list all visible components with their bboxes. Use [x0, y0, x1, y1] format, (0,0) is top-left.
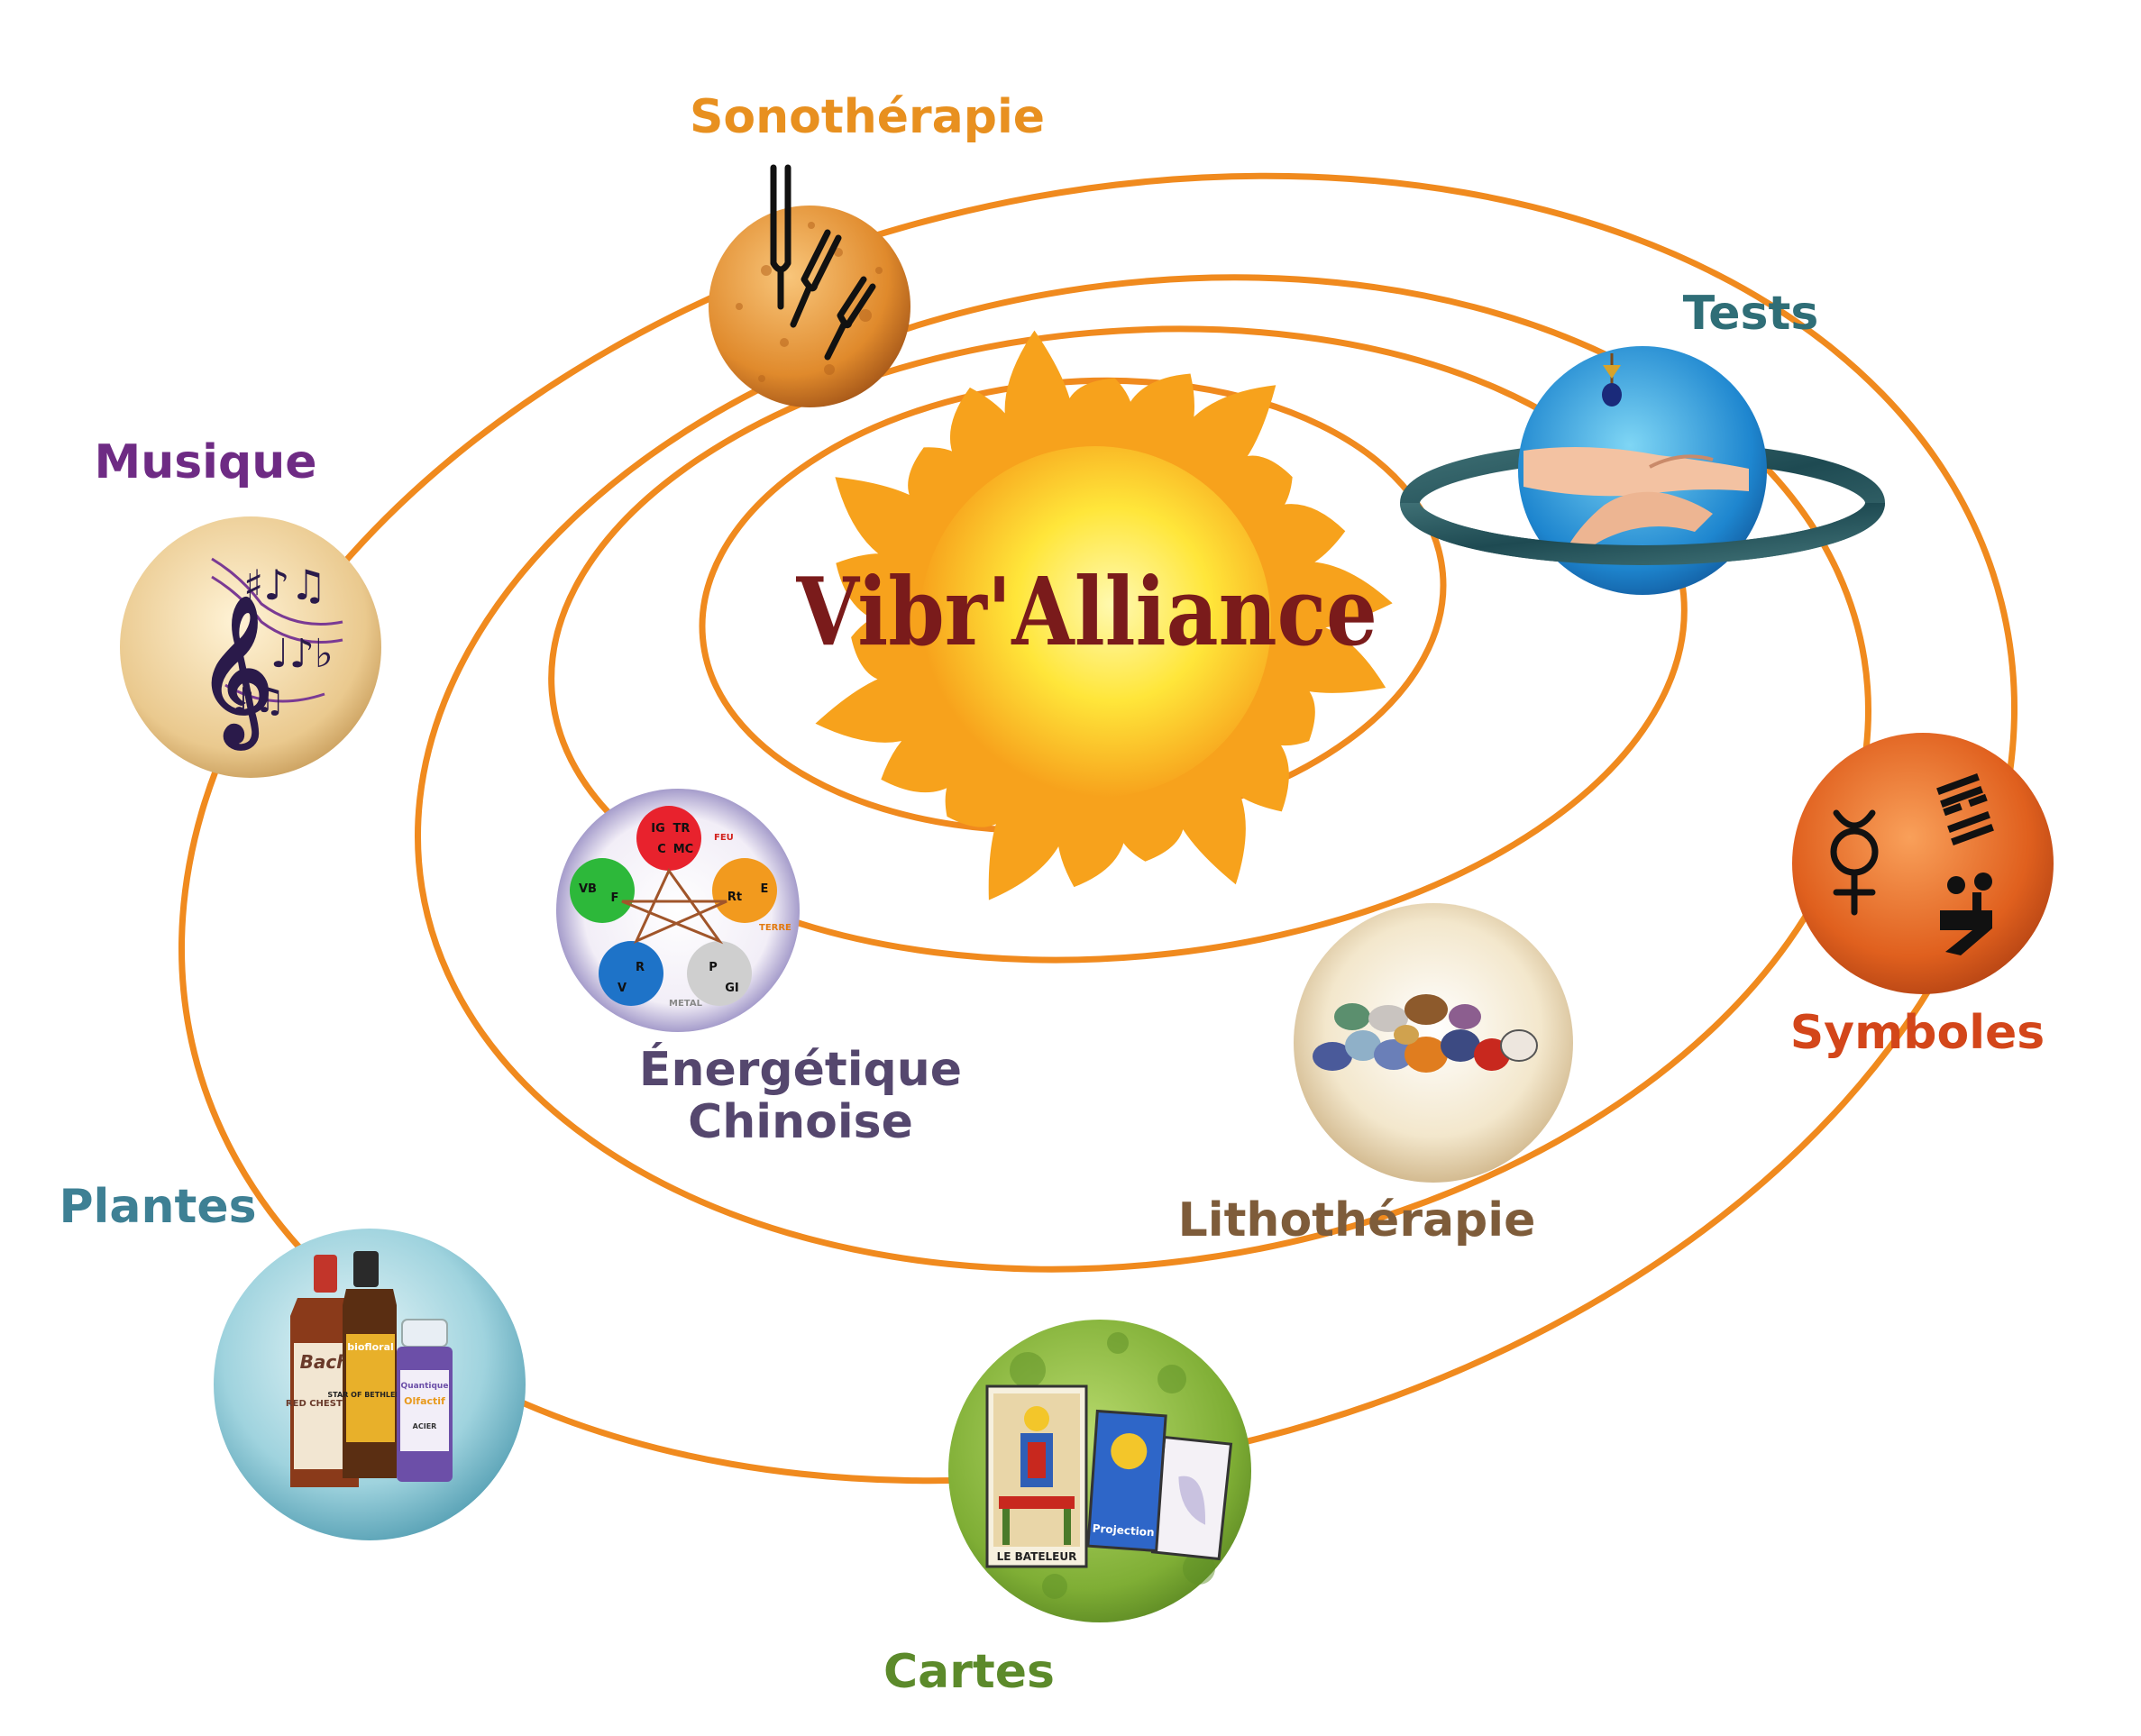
wheel-vb: VB	[579, 882, 597, 896]
symboles-sphere	[1792, 733, 2054, 994]
wheel-earth	[712, 858, 777, 923]
tarot-name: LE BATELEUR	[997, 1550, 1077, 1563]
energetique-label-line2: Chinoise	[688, 1095, 913, 1149]
wheel-gi: GI	[725, 982, 739, 995]
planet-energetique-chinoise[interactable]: IG TR C MC Rt E P GI R V VB F FEU TERRE …	[556, 789, 962, 1149]
wheel-e: E	[761, 882, 769, 896]
musique-sphere	[120, 516, 381, 778]
sun-disc	[920, 446, 1271, 798]
stones-icon	[1313, 994, 1538, 1073]
quantique-name: Olfactif	[404, 1395, 445, 1407]
planet-sonotherapie[interactable]: Sonothérapie	[690, 90, 1045, 407]
symboles-label: Symboles	[1790, 1006, 2045, 1060]
quantique-sub: ACIER	[413, 1422, 437, 1430]
five-elements-wheel-icon: IG TR C MC Rt E P GI R V VB F FEU TERRE …	[570, 806, 791, 1009]
wheel-fire	[636, 806, 701, 871]
musique-label: Musique	[94, 435, 316, 489]
planet-plantes[interactable]: Bach RED CHESTNUT biofloral STAR OF BETH…	[59, 1180, 526, 1540]
mercury-symbol-icon	[1830, 809, 1879, 916]
orbit-4	[178, 172, 2018, 1485]
wheel-rt: Rt	[727, 891, 742, 904]
wheel-mc: MC	[673, 843, 693, 856]
lithotherapie-label: Lithothérapie	[1178, 1193, 1536, 1247]
tests-label: Tests	[1683, 287, 1819, 341]
planet-lithotherapie[interactable]: Lithothérapie	[1178, 903, 1573, 1247]
wheel-c: C	[657, 843, 666, 856]
tarot-cards-icon: Projection LE BATELEUR	[985, 1384, 1233, 1568]
orbit-3	[414, 274, 1872, 1273]
sonotherapie-label: Sonothérapie	[690, 90, 1045, 144]
treble-clef-notes-icon: 𝄞 ♯♪♫ ♩♪♭ ♪♫	[198, 557, 343, 752]
sonotherapie-sphere	[709, 206, 910, 407]
svg-text:♯♪♫: ♯♪♫	[243, 561, 327, 609]
svg-text:𝄞: 𝄞	[198, 596, 273, 752]
biofloral-name: STAR OF BETHLEHEM	[327, 1391, 413, 1399]
hebrew-letter-icon	[1940, 873, 1992, 955]
wheel-terre: TERRE	[759, 923, 791, 933]
pendulum-hands-icon	[1523, 353, 1749, 552]
wheel-metal	[687, 941, 752, 1006]
bach-brand: Bach	[300, 1351, 350, 1373]
wheel-metal-name: METAL	[669, 999, 703, 1009]
orbit-2	[548, 325, 1688, 964]
center-title: Vibr'Alliance	[796, 556, 1377, 666]
wheel-feu: FEU	[714, 833, 734, 843]
sun: Vibr'Alliance	[796, 330, 1393, 900]
sonotherapie-texture	[736, 222, 883, 382]
cartes-texture	[1010, 1332, 1215, 1599]
wheel-ig: IG	[651, 822, 665, 836]
wheel-wood	[570, 858, 635, 923]
bach-name: RED CHESTNUT	[286, 1399, 363, 1409]
quantique-brand: Quantique	[401, 1382, 449, 1391]
card2-word: Projection	[1092, 1521, 1155, 1539]
biofloral-brand: biofloral	[347, 1341, 394, 1353]
svg-text:♪♫: ♪♫	[233, 681, 285, 720]
hexagram-icon	[1936, 773, 1994, 845]
flower-remedy-bottles-icon: Bach RED CHESTNUT biofloral STAR OF BETH…	[286, 1251, 453, 1487]
cartes-label: Cartes	[883, 1645, 1055, 1699]
wheel-water	[599, 941, 663, 1006]
planet-tests[interactable]: Tests	[1400, 287, 1885, 595]
planet-cartes[interactable]: Projection LE BATELEUR Cartes	[883, 1320, 1251, 1699]
tuning-fork-icon	[770, 164, 876, 361]
wheel-v: V	[618, 982, 627, 995]
energetique-label-line1: Énergétique	[639, 1042, 962, 1097]
tests-ring-front	[1400, 501, 1885, 565]
wheel-p: P	[709, 961, 718, 974]
planet-symboles[interactable]: Symboles	[1790, 733, 2054, 1060]
svg-text:♩♪♭: ♩♪♭	[270, 631, 334, 677]
planet-musique[interactable]: 𝄞 ♯♪♫ ♩♪♭ ♪♫ Musique	[94, 435, 381, 778]
wheel-r: R	[636, 961, 645, 974]
wheel-tr: TR	[673, 822, 691, 836]
plantes-label: Plantes	[59, 1180, 256, 1234]
wheel-f: F	[611, 891, 619, 905]
